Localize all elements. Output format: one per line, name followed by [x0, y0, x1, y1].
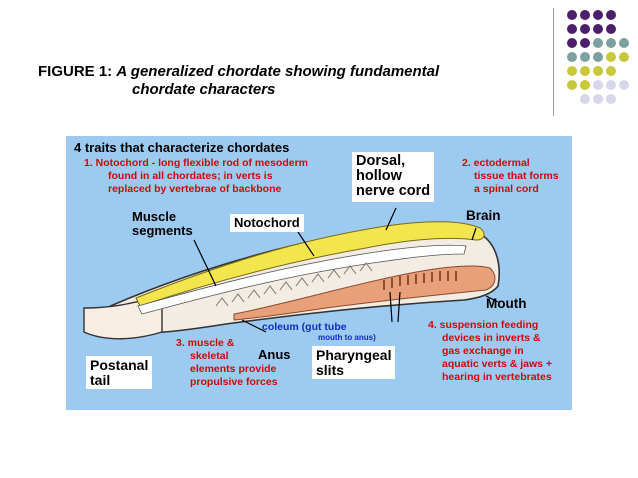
trait4-line1: 4. suspension feeding — [428, 319, 539, 331]
coleum-label: coleum (gut tube — [262, 321, 347, 333]
trait2-line2: tissue that forms — [474, 170, 559, 182]
figure-title-line2: chordate characters — [132, 81, 276, 98]
dorsal-label-line2: hollow — [356, 168, 402, 185]
trait4-line3: gas exchange in — [442, 345, 524, 357]
decorative-divider — [553, 8, 554, 116]
pharyngeal-label-line1: Pharyngeal — [316, 347, 392, 363]
trait3-line4: propulsive forces — [190, 376, 278, 388]
trait4-line4: aquatic verts & jaws + — [442, 358, 553, 370]
notochord-shape — [137, 244, 467, 315]
mouth-label: Mouth — [486, 296, 527, 311]
pharyngeal-slits-label: Pharyngeal slits — [312, 346, 396, 380]
decorative-dot-grid — [567, 10, 629, 104]
trait4-line2: devices in inverts & — [442, 332, 541, 344]
trait3-line2: skeletal — [190, 350, 229, 362]
trait2-line3: a spinal cord — [474, 183, 539, 195]
pharyngeal-label-line2: slits — [316, 361, 345, 378]
postanal-label-line2: tail — [90, 371, 111, 388]
notochord-label: Notochord — [230, 214, 304, 232]
gut-tube-shape — [233, 265, 496, 321]
postanal-label-line1: Postanal — [90, 357, 149, 373]
muscle-segments-label: Muscle segments — [132, 209, 193, 239]
muscle-label-line1: Muscle — [132, 209, 177, 224]
figure-label: FIGURE 1: — [38, 63, 113, 80]
trait3-line3: elements provide — [190, 363, 277, 375]
coleum-sublabel: mouth to anus) — [318, 333, 376, 342]
dorsal-label-line1: Dorsal, — [356, 153, 406, 169]
nerve-cord-shape — [135, 221, 485, 307]
figure-title-line1: FIGURE 1: A generalized chordate showing… — [38, 63, 439, 80]
trait4-line5: hearing in vertebrates — [442, 371, 552, 383]
trait1-line2: found in all chordates; in verts is — [108, 170, 273, 182]
anus-label: Anus — [258, 347, 291, 362]
trait1-line3: replaced by vertebrae of backbone — [108, 183, 282, 195]
diagram-heading: 4 traits that characterize chordates — [74, 140, 290, 155]
trait2-line1: 2. ectodermal — [462, 157, 530, 169]
chordate-diagram: 4 traits that characterize chordates 1. … — [66, 136, 572, 410]
brain-label: Brain — [466, 208, 501, 223]
muscle-label-line2: segments — [132, 223, 193, 239]
figure-title: A generalized chordate showing fundament… — [116, 63, 440, 80]
postanal-tail-label: Postanal tail — [86, 356, 153, 390]
dorsal-label-line3: nerve cord — [356, 183, 431, 200]
trait1-line1: 1. Notochord - long flexible rod of meso… — [84, 157, 309, 169]
chordate-illustration — [83, 207, 500, 340]
trait3-line1: 3. muscle & — [176, 337, 235, 349]
dorsal-nerve-cord-label: Dorsal, hollow nerve cord — [352, 152, 435, 202]
